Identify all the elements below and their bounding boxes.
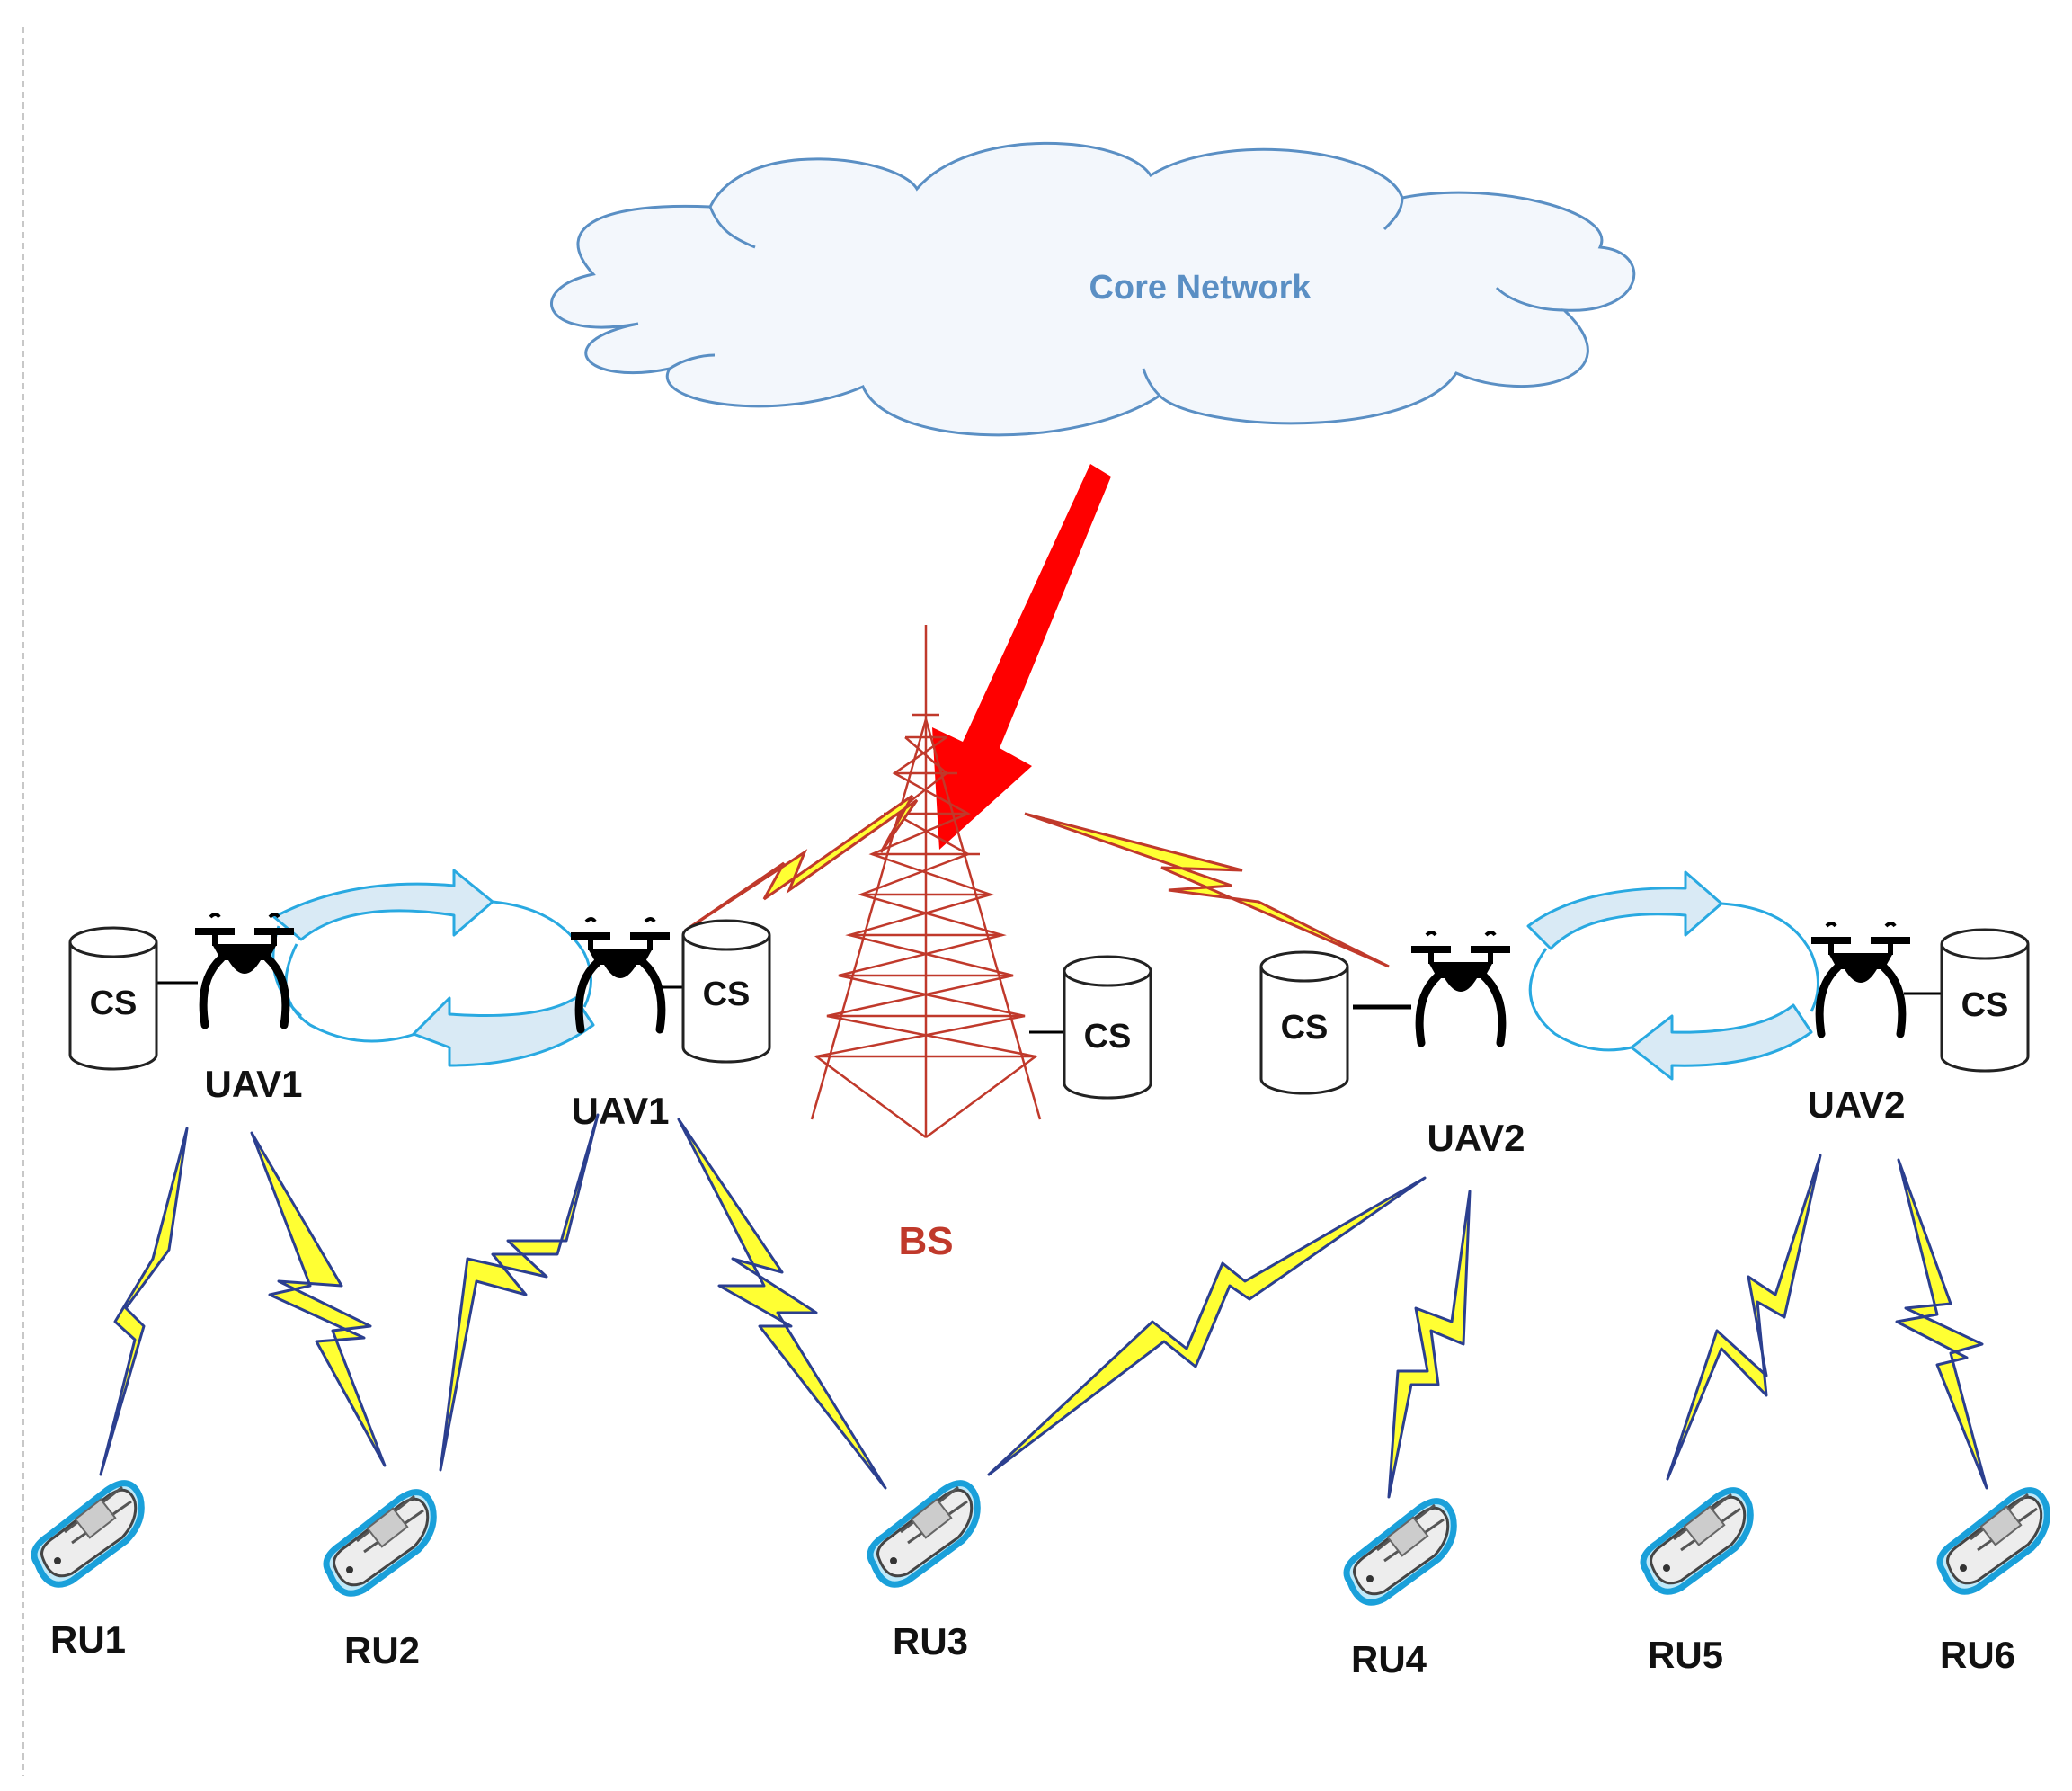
uav-2b-label: UAV2 bbox=[1808, 1083, 1906, 1126]
uav-1a-cache-label: CS bbox=[90, 985, 138, 1022]
uav2-swap-arrows bbox=[1526, 870, 1819, 1081]
uav-1b-label: UAV1 bbox=[572, 1090, 670, 1132]
ru2-label: RU2 bbox=[344, 1629, 420, 1671]
ru5-phone-icon bbox=[1643, 1491, 1750, 1592]
ru6-label: RU6 bbox=[1940, 1634, 2015, 1676]
ru3-phone-icon bbox=[870, 1484, 977, 1585]
uav-1b-cache-label: CS bbox=[703, 976, 751, 1013]
ru4-phone-icon bbox=[1347, 1501, 1454, 1603]
ru2-phone-icon bbox=[326, 1492, 433, 1594]
access-links bbox=[99, 1113, 1988, 1499]
core-network-label: Core Network bbox=[1089, 269, 1312, 307]
uav-2b-cache-label: CS bbox=[1961, 986, 2009, 1024]
ru1-label: RU1 bbox=[50, 1618, 126, 1661]
uav1-swap-arrows bbox=[271, 869, 595, 1067]
uav-2b-drone-icon bbox=[1811, 923, 1910, 1034]
backhaul-arrow bbox=[932, 464, 1111, 850]
bs-links bbox=[684, 794, 1390, 968]
uav-2a-drone-icon bbox=[1411, 932, 1510, 1043]
ru1-phone-icon bbox=[34, 1484, 141, 1585]
ru3-label: RU3 bbox=[893, 1620, 968, 1662]
core-network-cloud bbox=[550, 141, 1636, 437]
ru5-label: RU5 bbox=[1648, 1634, 1723, 1676]
bs-tower bbox=[810, 625, 1042, 1139]
uav-2a-label: UAV2 bbox=[1427, 1117, 1525, 1159]
ru6-phone-icon bbox=[1940, 1491, 2047, 1592]
uav-2a-cache-label: CS bbox=[1281, 1009, 1329, 1047]
ru4-label: RU4 bbox=[1351, 1638, 1427, 1680]
bs-cache-label: CS bbox=[1084, 1018, 1132, 1056]
bs-label: BS bbox=[898, 1219, 953, 1263]
uav-1a-label: UAV1 bbox=[205, 1063, 303, 1105]
uav-1a-drone-icon bbox=[195, 914, 294, 1025]
